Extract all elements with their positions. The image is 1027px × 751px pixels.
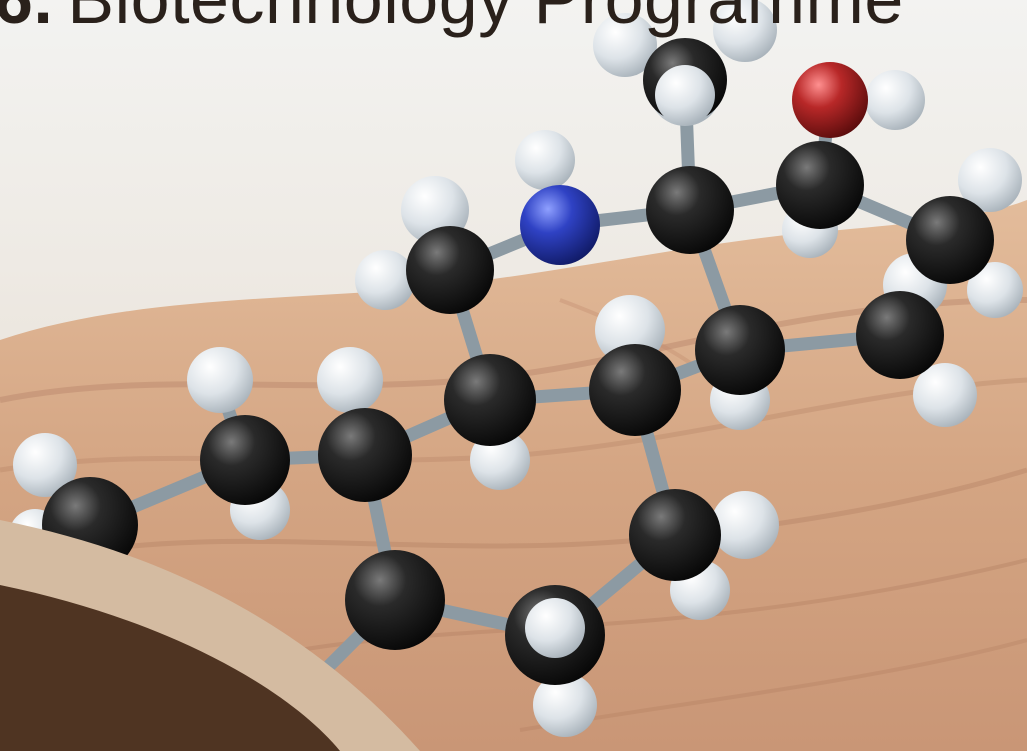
page-title: 6.Biotechnology Programme — [0, 0, 904, 34]
section-title: Biotechnology Programme — [67, 0, 903, 38]
molecule-model — [9, 0, 1023, 737]
section-number: 6. — [0, 0, 53, 38]
decorative-band — [0, 520, 420, 751]
